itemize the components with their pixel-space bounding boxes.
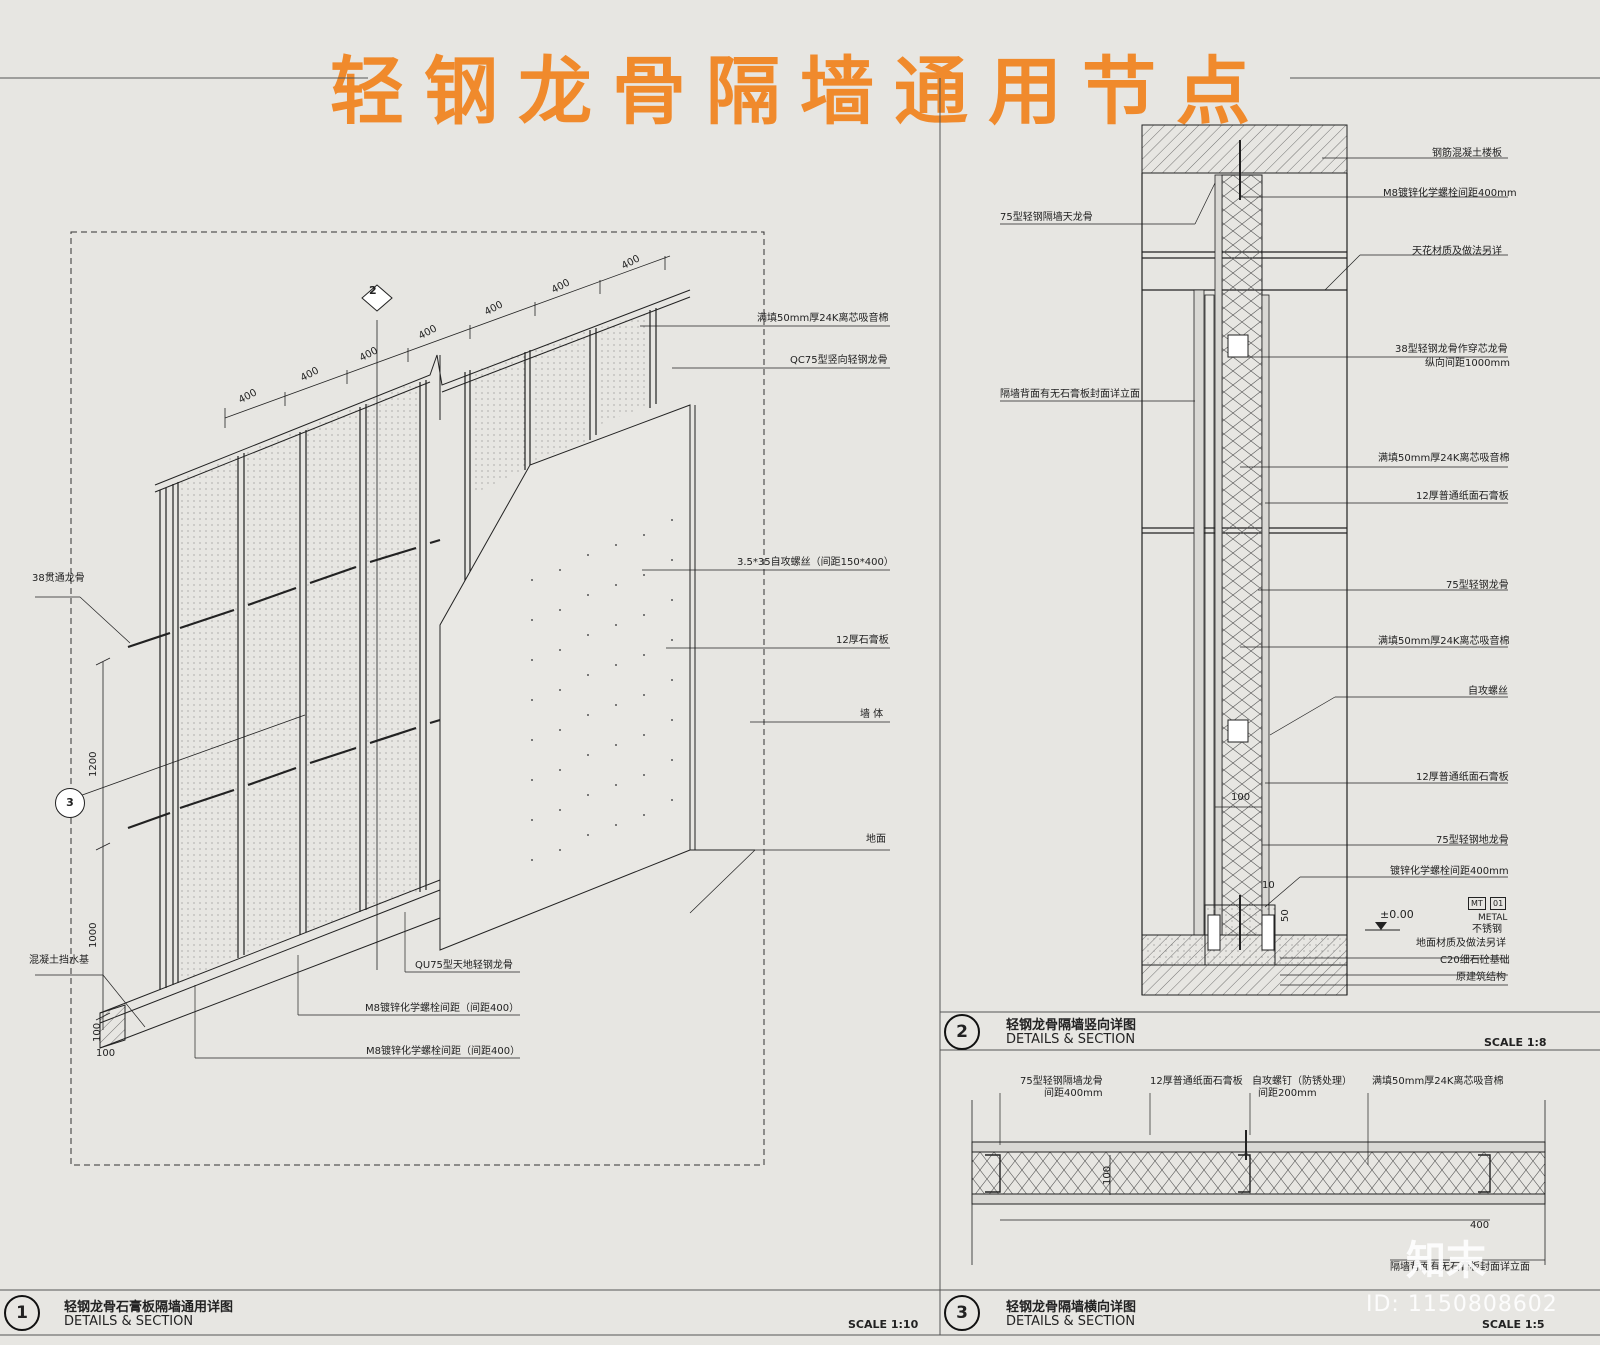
detail3-title: 轻钢龙骨隔墙横向详图 [1006, 1300, 1137, 1315]
label-floor-track: 75型轻钢地龙骨 [1436, 835, 1509, 846]
dim-100a: 100 [92, 1022, 103, 1042]
dim-100-d3: 100 [1102, 1165, 1113, 1185]
label-d3-stud-b: 间距400mm [1044, 1088, 1103, 1099]
detail2-subtitle: DETAILS & SECTION [1006, 1032, 1136, 1047]
label-structure: 原建筑结构 [1456, 972, 1506, 983]
dim-100-d2: 100 [1231, 792, 1251, 803]
label-d3-wool: 满填50mm厚24K离芯吸音棉 [1372, 1076, 1504, 1087]
dim-10-d2: 10 [1262, 880, 1275, 891]
page-title: 轻钢龙骨隔墙通用节点 [330, 49, 1270, 135]
mt-code: MT [1468, 897, 1486, 910]
detail3-number: 3 [944, 1295, 980, 1331]
label-wool1: 满填50mm厚24K离芯吸音棉 [1378, 453, 1510, 464]
level-mark: ±0.00 [1380, 908, 1414, 921]
detail1-scale: SCALE 1:10 [848, 1318, 919, 1331]
label-fill-wool: 满填50mm厚24K离芯吸音棉 [757, 313, 889, 324]
detail1-subtitle: DETAILS & SECTION [64, 1314, 194, 1329]
label-d3-stud-a: 75型轻钢隔墙龙骨 [1020, 1076, 1103, 1087]
label-board2: 12厚普通纸面石膏板 [1416, 772, 1509, 783]
label-floor: 地面 [866, 834, 886, 845]
label-qu75-track: QU75型天地轻钢龙骨 [415, 960, 513, 971]
dim-1200: 1200 [88, 751, 99, 777]
detail2-number: 2 [944, 1014, 980, 1050]
label-c20: C20细石砼基础 [1440, 955, 1510, 966]
label-wool2: 满填50mm厚24K离芯吸音棉 [1378, 636, 1510, 647]
label-gypsum12: 12厚石膏板 [836, 635, 889, 646]
label-ceiling: 天花材质及做法另详 [1412, 246, 1502, 257]
detail2-drawing [1000, 124, 1508, 996]
label-d3-screw-b: 间距200mm [1258, 1088, 1317, 1099]
label-keel38: 38贯通龙骨 [32, 573, 85, 584]
watermark-logo: 知末 [1406, 1238, 1486, 1284]
label-d3-board: 12厚普通纸面石膏板 [1150, 1076, 1243, 1087]
mt-num: 01 [1490, 897, 1507, 910]
label-keel38b: 纵向间距1000mm [1425, 358, 1510, 369]
watermark-id: ID: 1150808602 [1366, 1292, 1558, 1317]
label-bolt1: M8镀锌化学螺栓间距（间距400） [365, 1003, 520, 1014]
label-wall: 墙 体 [860, 709, 884, 720]
detail1-drawing [35, 231, 890, 1166]
label-slab: 钢筋混凝土楼板 [1432, 148, 1502, 159]
label-d3-bottom: 隔墙背面有无石膏板封面详立面 [1390, 1262, 1530, 1273]
label-d3-screw-a: 自攻螺钉（防锈处理） [1252, 1076, 1352, 1087]
label-board1: 12厚普通纸面石膏板 [1416, 491, 1509, 502]
label-qc75-stud: QC75型竖向轻钢龙骨 [790, 355, 888, 366]
label-bolt2: M8镀锌化学螺栓间距（间距400） [366, 1046, 521, 1057]
dim-400-d3: 400 [1470, 1220, 1490, 1231]
detail3-drawing [971, 1093, 1546, 1265]
label-m8-top: M8镀锌化学螺栓间距400mm [1383, 188, 1517, 199]
label-bolt-floor: 镀锌化学螺栓间距400mm [1390, 866, 1509, 877]
detail3-scale: SCALE 1:5 [1482, 1318, 1545, 1331]
label-stud75: 75型轻钢龙骨 [1446, 580, 1509, 591]
detail2-title: 轻钢龙骨隔墙竖向详图 [1006, 1018, 1137, 1033]
label-ceiling-track: 75型轻钢隔墙天龙骨 [1000, 212, 1093, 223]
mt-stainless: 不锈钢 [1472, 924, 1502, 935]
detail3-subtitle: DETAILS & SECTION [1006, 1314, 1136, 1329]
label-keel38a: 38型轻钢龙骨作穿芯龙骨 [1395, 344, 1508, 355]
section-marker-3: 3 [55, 788, 85, 818]
label-back-face: 隔墙背面有无石膏板封面详立面 [1000, 389, 1140, 400]
section-marker-2: 2 [369, 284, 377, 297]
dim-50-d2: 50 [1280, 909, 1291, 922]
sheet-frame [0, 77, 1600, 1336]
label-floor-finish: 地面材质及做法另详 [1416, 938, 1506, 949]
detail1-title: 轻钢龙骨石膏板隔墙通用详图 [64, 1300, 234, 1315]
label-curb: 混凝土挡水基 [29, 955, 89, 966]
mt-metal: METAL [1478, 913, 1508, 923]
dim-100b: 100 [96, 1048, 116, 1059]
label-screws: 3.5*35自攻螺丝（间距150*400） [737, 557, 894, 568]
detail2-scale: SCALE 1:8 [1484, 1036, 1547, 1049]
detail1-number: 1 [4, 1295, 40, 1331]
label-screw: 自攻螺丝 [1468, 686, 1508, 697]
dim-1000: 1000 [88, 922, 99, 948]
